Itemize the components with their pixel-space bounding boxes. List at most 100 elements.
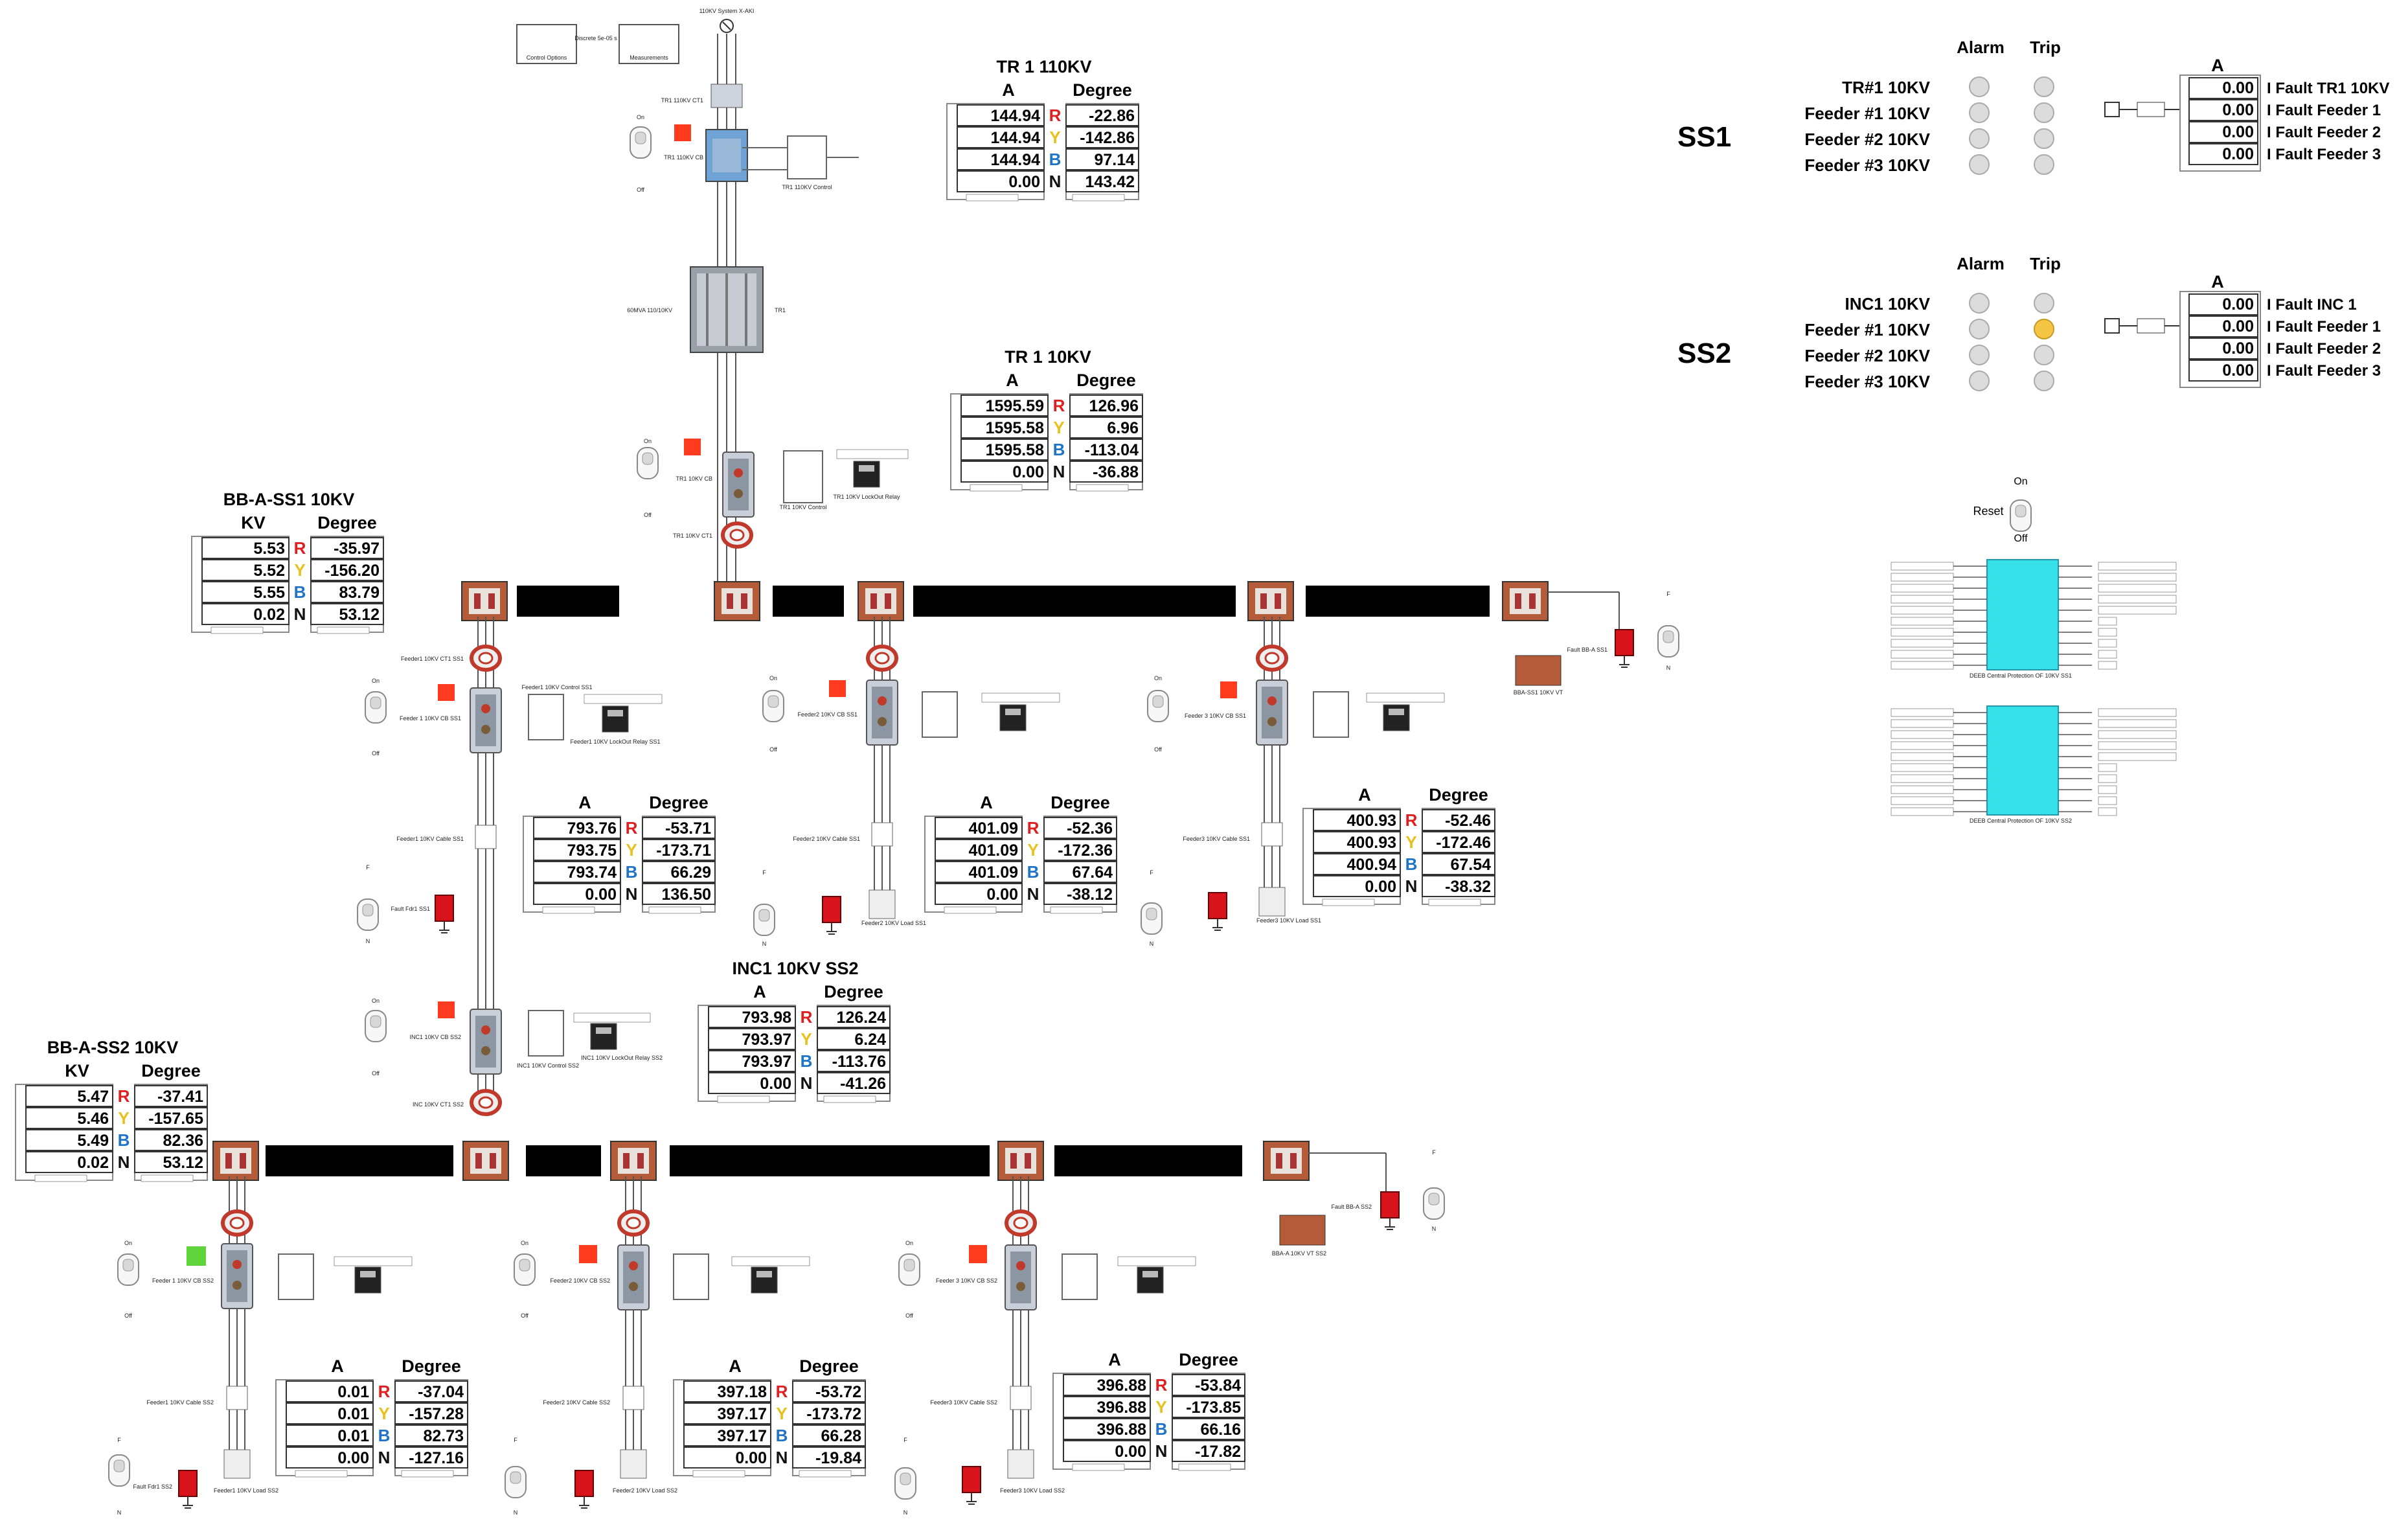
f1-ss1-switch[interactable] [365,691,387,724]
f2-ss1-cb[interactable] [866,680,898,746]
f2-ss1-switch[interactable] [762,690,784,722]
f1-ss2-cb[interactable] [221,1243,253,1309]
fault-f1-ss1[interactable] [435,895,454,933]
fault-current-label: I Fault Feeder 1 [2267,102,2381,119]
meter-angle: -35.97 [334,540,380,558]
tr1-10-control-block[interactable]: TR1 10KV Control [779,450,827,510]
f1-ss1-lockout-relay[interactable] [602,705,629,733]
tr1-10-switch[interactable] [637,447,659,479]
f3-load-ss1-label: Feeder3 10KV Load SS1 [1256,917,1321,924]
tr1-110-ct1-label: TR1 110KV CT1 [661,97,703,104]
fault-bb-ss2[interactable] [1380,1191,1400,1230]
feeder2-ss2: Feeder2 10KV CB SS2 On Off Feeder2 10KV … [505,1176,810,1516]
f2-ss2-lockout-relay[interactable] [751,1266,778,1294]
meter-magnitude: 0.00 [760,1075,791,1093]
phase-label-y: Y [801,1029,812,1049]
meter-angle: -113.76 [832,1053,886,1071]
inc1-ss2-lockout-relay[interactable] [590,1023,617,1050]
f1-ss2-lockout-relay[interactable] [354,1266,381,1294]
meter-unit-header: KV [241,513,266,532]
meter-angle: 67.64 [1072,863,1113,882]
f2-ss2-switch[interactable] [514,1253,536,1286]
protection-ss1: DEEB Central Protection OF 10KV SS1 [1891,559,2177,679]
f3-ss1-cb[interactable] [1256,680,1288,746]
discrete-label: Discrete 5e-05 s [574,35,617,41]
trip-lamp [2034,345,2054,365]
meter-magnitude: 0.02 [253,606,285,624]
inc1-ss2-cb[interactable] [470,1009,502,1075]
f2-ss2-switch-on: On [521,1240,528,1246]
tr1-10-lockout-relay[interactable] [853,461,880,488]
f1-ss2-switch[interactable] [117,1253,139,1286]
measurements-button[interactable]: Measurements [619,24,679,64]
meter-angle: -36.88 [1093,463,1139,481]
f1-cable-ss1-label: Feeder1 10KV Cable SS1 [396,836,464,842]
busbar-ss1: Fault BB-A SS1 F N BBA-SS1 10KV VT [461,581,1679,696]
tr1-110kv-cb[interactable] [705,129,748,182]
tr1-110-switch[interactable] [630,126,652,159]
f2-load-ss2-label: Feeder2 10KV Load SS2 [613,1487,677,1494]
phase-label-b: B [626,862,638,882]
f1-ss1-cb[interactable] [470,687,502,753]
meter-unit-header: A [1002,80,1015,100]
fault-bb-ss2-label: Fault BB-A SS2 [1331,1204,1372,1210]
meter-magnitude: 0.01 [337,1405,369,1423]
meter-magnitude: 793.97 [742,1031,791,1049]
f3-ss2-lockout-relay[interactable] [1137,1266,1164,1294]
fault-f1-ss2-switch[interactable] [108,1454,130,1487]
f2-ss1-lockout-relay[interactable] [999,704,1027,731]
f3-ss1-lockout-relay[interactable] [1383,704,1410,731]
inc1-ss2-switch-on: On [372,998,380,1004]
fault-f2-ss1-n: N [762,941,767,947]
fault-bb-ss2-switch[interactable] [1423,1187,1445,1220]
reset-switch[interactable] [2010,499,2032,532]
reset-section: On Reset Off [1973,476,2032,544]
status-row-label: Feeder #3 10KV [1804,155,1930,175]
fault-f1-ss1-switch[interactable] [357,898,379,931]
meter-angle: -37.04 [418,1383,464,1401]
fault-bb-ss1[interactable] [1615,629,1634,668]
fault-scope-block[interactable] [2104,318,2120,334]
busbar-ss2: Fault BB-A SS2 F N BBA-A 10KV VT SS2 [212,1141,1445,1257]
fault-f2-ss2-switch[interactable] [505,1466,527,1498]
phase-label-n: N [1027,884,1039,904]
f3-ss1-switch[interactable] [1147,690,1169,722]
fault-f3-ss1[interactable] [1208,892,1227,931]
fault-bb-ss1-switch[interactable] [1657,625,1679,657]
fault-scope-block[interactable] [2104,102,2120,117]
meter-magnitude: 1595.58 [986,419,1044,437]
fault-f3-ss2-switch[interactable] [894,1467,916,1500]
phase-label-y: Y [118,1108,129,1128]
f2-load-ss1-label: Feeder2 10KV Load SS1 [861,920,926,926]
meter-angle: -37.41 [157,1088,203,1106]
f3-ss2-cb[interactable] [1005,1244,1037,1310]
trip-header: Trip [2030,38,2061,57]
fault-f3-ss2[interactable] [962,1466,981,1505]
phase-label-y: Y [1053,418,1064,437]
fault-f3-ss2-f: F [903,1437,907,1443]
measurements-label: Measurements [630,54,668,61]
tr1-110-control-block[interactable]: TR1 110KV Control [782,135,832,190]
control-options-button[interactable]: Control Options [516,24,577,64]
fault-f3-ss1-switch[interactable] [1141,902,1163,935]
fault-f2-ss1-switch[interactable] [753,904,775,936]
alarm-lamp [1969,293,1990,314]
fault-f1-ss2[interactable] [178,1470,198,1509]
meter-magnitude: 5.55 [253,584,285,602]
f2-ss2-cb[interactable] [617,1244,650,1310]
tr1-110-control-label: TR1 110KV Control [782,184,832,190]
fault-current-label: I Fault Feeder 3 [2267,362,2381,380]
meter-unit-header: A [1006,371,1019,390]
f1-cable-ss2-label: Feeder1 10KV Cable SS2 [146,1399,214,1406]
ss2-title: SS2 [1677,337,1731,369]
meter-degree-header: Degree [1076,371,1136,390]
fault-f2-ss1[interactable] [822,896,841,935]
fault-f2-ss2[interactable] [574,1470,594,1509]
powergui-block[interactable]: Discrete 5e-05 s [574,35,617,41]
tr1-10-lockout-label: TR1 10KV LockOut Relay [833,494,900,500]
f3-ss2-switch[interactable] [898,1253,920,1286]
phase-label-y: Y [776,1404,787,1423]
tr1-10kv-cb[interactable] [722,452,755,518]
inc1-ss2-switch[interactable] [365,1010,387,1042]
bb-ss2-vt [1279,1215,1326,1246]
